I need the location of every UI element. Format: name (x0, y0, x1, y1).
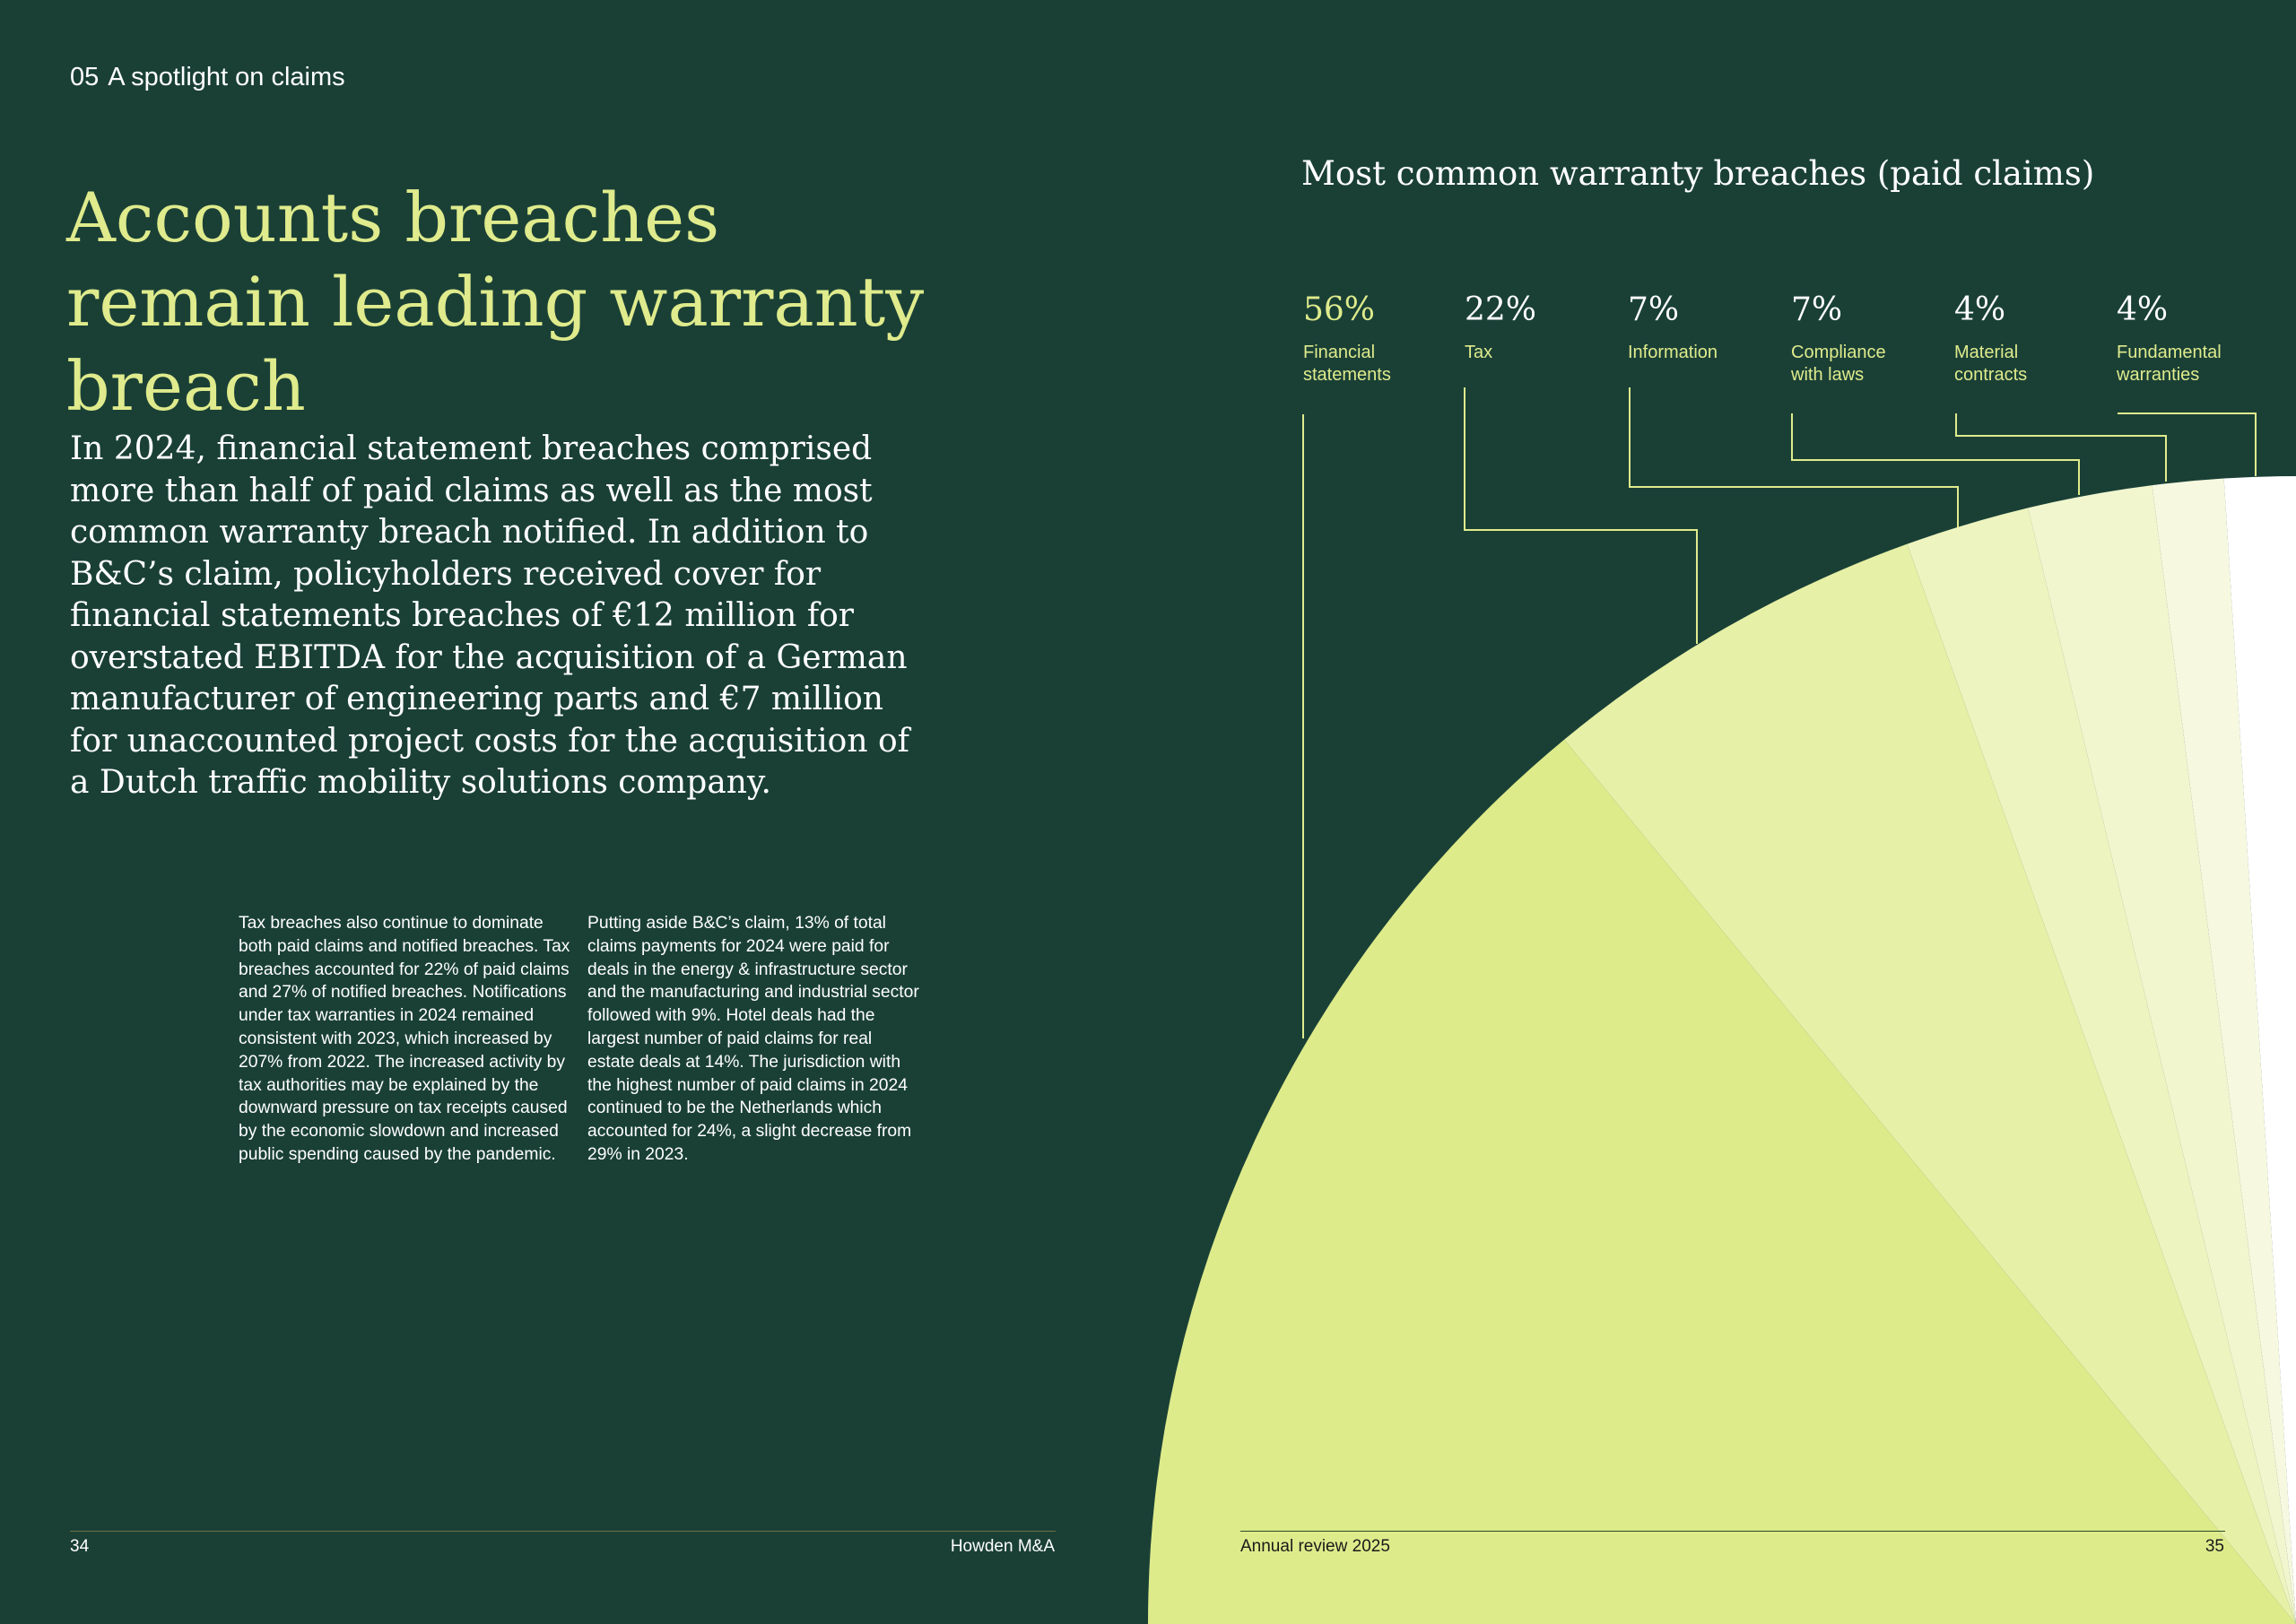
body-column-2: Putting aside B&C’s claim, 13% of total … (587, 914, 919, 1164)
pie-slice-compliance (2028, 485, 2296, 1624)
category-financial-statements: 56% Financial statements (1303, 291, 1456, 386)
category-compliance: 7% Compliance with laws (1791, 291, 1908, 386)
category-label: Financial statements (1303, 343, 1391, 385)
category-label: Information (1628, 343, 1718, 362)
body-column-1: Tax breaches also continue to dominate b… (239, 914, 570, 1164)
page-number-left: 34 (70, 1537, 90, 1556)
footer-divider-left (70, 1531, 1056, 1532)
pie-slice-financial-statements (1148, 739, 2296, 1624)
footer-divider-right (1240, 1531, 2225, 1532)
section-label: 05 A spotlight on claims (70, 63, 345, 92)
pie-slice-fundamental-warranties (2223, 476, 2296, 1624)
page-number-right: 35 (2205, 1537, 2224, 1556)
category-label: Fundamental warranties (2117, 343, 2222, 385)
category-tax: 22% Tax (1465, 291, 1617, 364)
category-label: Compliance with laws (1791, 343, 1886, 385)
leader-line-fundamental-warranties (2118, 413, 2257, 476)
leader-line-material-contracts (1955, 413, 2167, 482)
intro-paragraph: In 2024, financial statement breaches co… (70, 430, 909, 801)
category-material-contracts: 4% Material contracts (1954, 291, 2053, 386)
leader-line-tax (1464, 387, 1698, 644)
section-number: 05 (70, 63, 100, 91)
leader-line-information (1629, 387, 1959, 527)
leader-line-compliance (1791, 413, 2080, 495)
category-fundamental-warranties: 4% Fundamental warranties (2117, 291, 2242, 386)
pie-slice-tax (1564, 543, 2296, 1624)
category-information: 7% Information (1628, 291, 1780, 364)
value-label: 56% (1303, 291, 1376, 328)
value-label: 7% (1791, 291, 1843, 328)
chart-title: Most common warranty breaches (paid clai… (1301, 154, 2095, 193)
value-label: 4% (2117, 291, 2169, 328)
value-label: 7% (1628, 291, 1680, 328)
section-title: A spotlight on claims (108, 63, 345, 91)
footer-brand: Howden M&A (950, 1537, 1055, 1556)
value-label: 4% (1954, 291, 2006, 328)
pie-slice-material-contracts (2152, 478, 2296, 1624)
footer-report-title: Annual review 2025 (1240, 1537, 1390, 1556)
category-label: Material contracts (1954, 343, 2028, 385)
category-label: Tax (1465, 343, 1493, 362)
page-headline: Accounts breaches remain leading warrant… (66, 178, 925, 426)
value-label: 22% (1465, 291, 1537, 328)
pie-slice-information (1907, 508, 2296, 1624)
